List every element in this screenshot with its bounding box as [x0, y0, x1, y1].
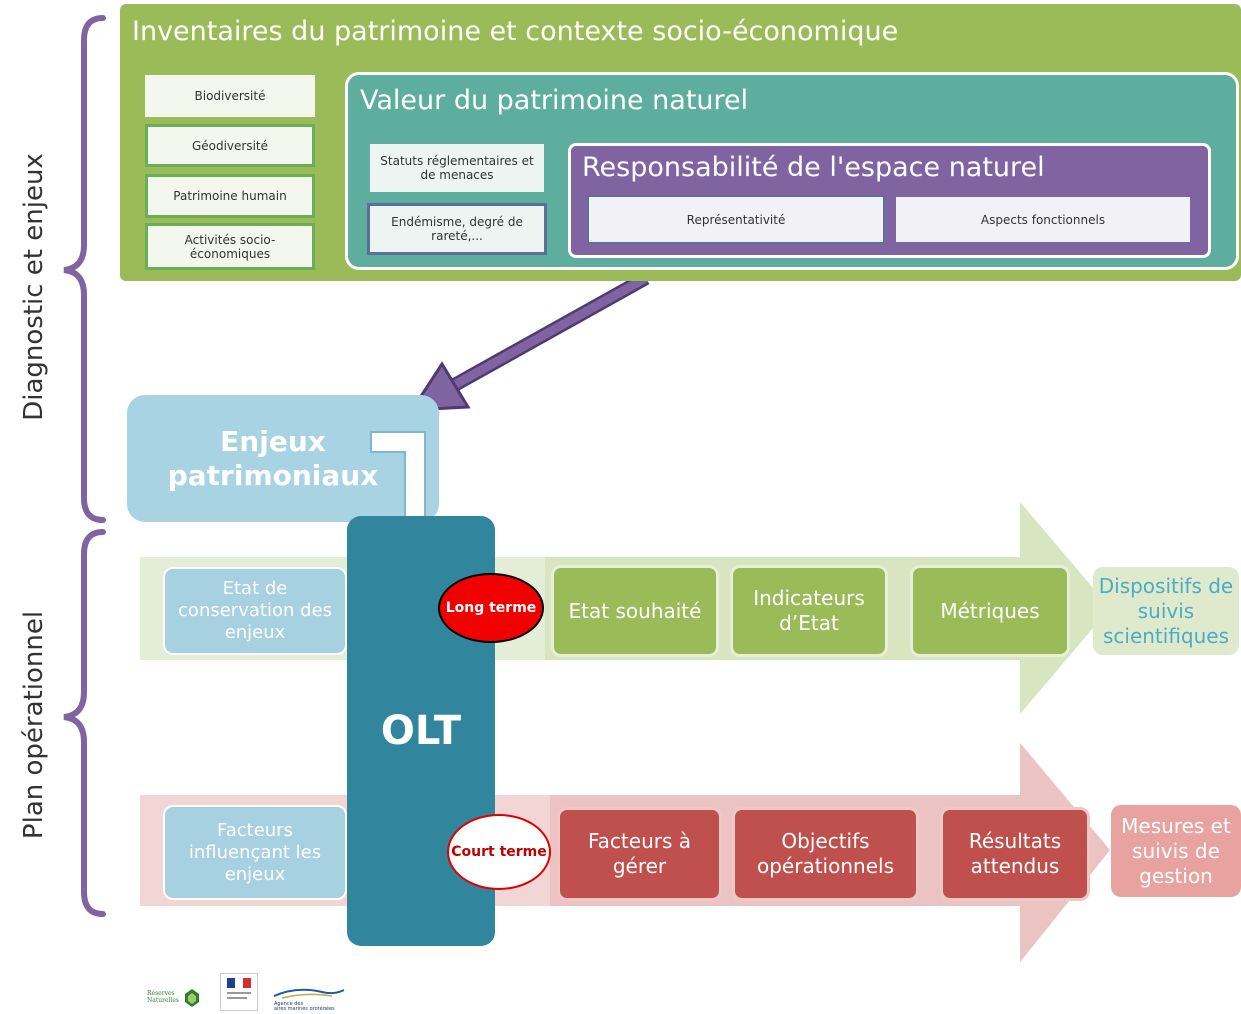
enjeux-box: Enjeux patrimoniaux	[127, 395, 439, 522]
short-term-oval: Court terme	[447, 814, 551, 890]
inventory-item-activites: Activités socio-économiques	[145, 223, 315, 270]
svg-text:Réserves: Réserves	[147, 990, 175, 997]
svg-text:Agence des: Agence des	[274, 1001, 304, 1007]
etat-conservation-box: Etat de conservation des enjeux	[163, 567, 347, 655]
valeur-item-endemisme: Endémisme, degré de rareté,...	[367, 203, 547, 255]
valeur-title: Valeur du patrimoine naturel	[360, 85, 749, 116]
long-term-oval: Long terme	[438, 573, 544, 643]
svg-text:aires marines protégées: aires marines protégées	[274, 1005, 335, 1010]
diagnostic-label: Diagnostic et enjeux	[19, 153, 49, 421]
reserves-naturelles-logo: Réserves Naturelles	[146, 986, 206, 1010]
facteurs-gerer-box: Facteurs à gérer	[557, 807, 722, 901]
metriques-box: Métriques	[910, 565, 1070, 657]
facteurs-influencant-box: Facteurs influençant les enjeux	[163, 805, 347, 900]
inventory-item-biodiversite: Biodiversité	[145, 75, 315, 117]
ministere-logo	[220, 973, 258, 1011]
objectifs-operationnels-box: Objectifs opérationnels	[732, 807, 919, 901]
indicateurs-etat-box: Indicateurs d’Etat	[730, 565, 888, 657]
diagnostic-brace	[63, 15, 106, 523]
inventory-item-geodiversite: Géodiversité	[145, 124, 315, 167]
responsabilite-item-representativite: Représentativité	[587, 195, 885, 244]
agence-aires-marines-logo: Agence des aires marines protégées	[272, 986, 347, 1012]
inventory-item-patrimoine-humain: Patrimoine humain	[145, 174, 315, 218]
dispositifs-suivis-box: Dispositifs de suivis scientifiques	[1093, 567, 1239, 655]
plan-label: Plan opérationnel	[19, 610, 49, 840]
resultats-attendus-box: Résultats attendus	[940, 807, 1090, 901]
valeur-item-statuts: Statuts réglementaires et de menaces	[370, 144, 544, 192]
etat-souhaite-box: Etat souhaité	[551, 565, 719, 657]
responsabilite-title: Responsabilité de l'espace naturel	[582, 152, 1045, 183]
mesures-suivis-box: Mesures et suivis de gestion	[1111, 805, 1241, 897]
responsabilite-item-aspects: Aspects fonctionnels	[896, 197, 1190, 242]
svg-text:Naturelles: Naturelles	[147, 997, 179, 1004]
inventory-title: Inventaires du patrimoine et contexte so…	[132, 16, 899, 47]
plan-brace	[63, 529, 106, 917]
purple-arrow	[439, 274, 649, 396]
